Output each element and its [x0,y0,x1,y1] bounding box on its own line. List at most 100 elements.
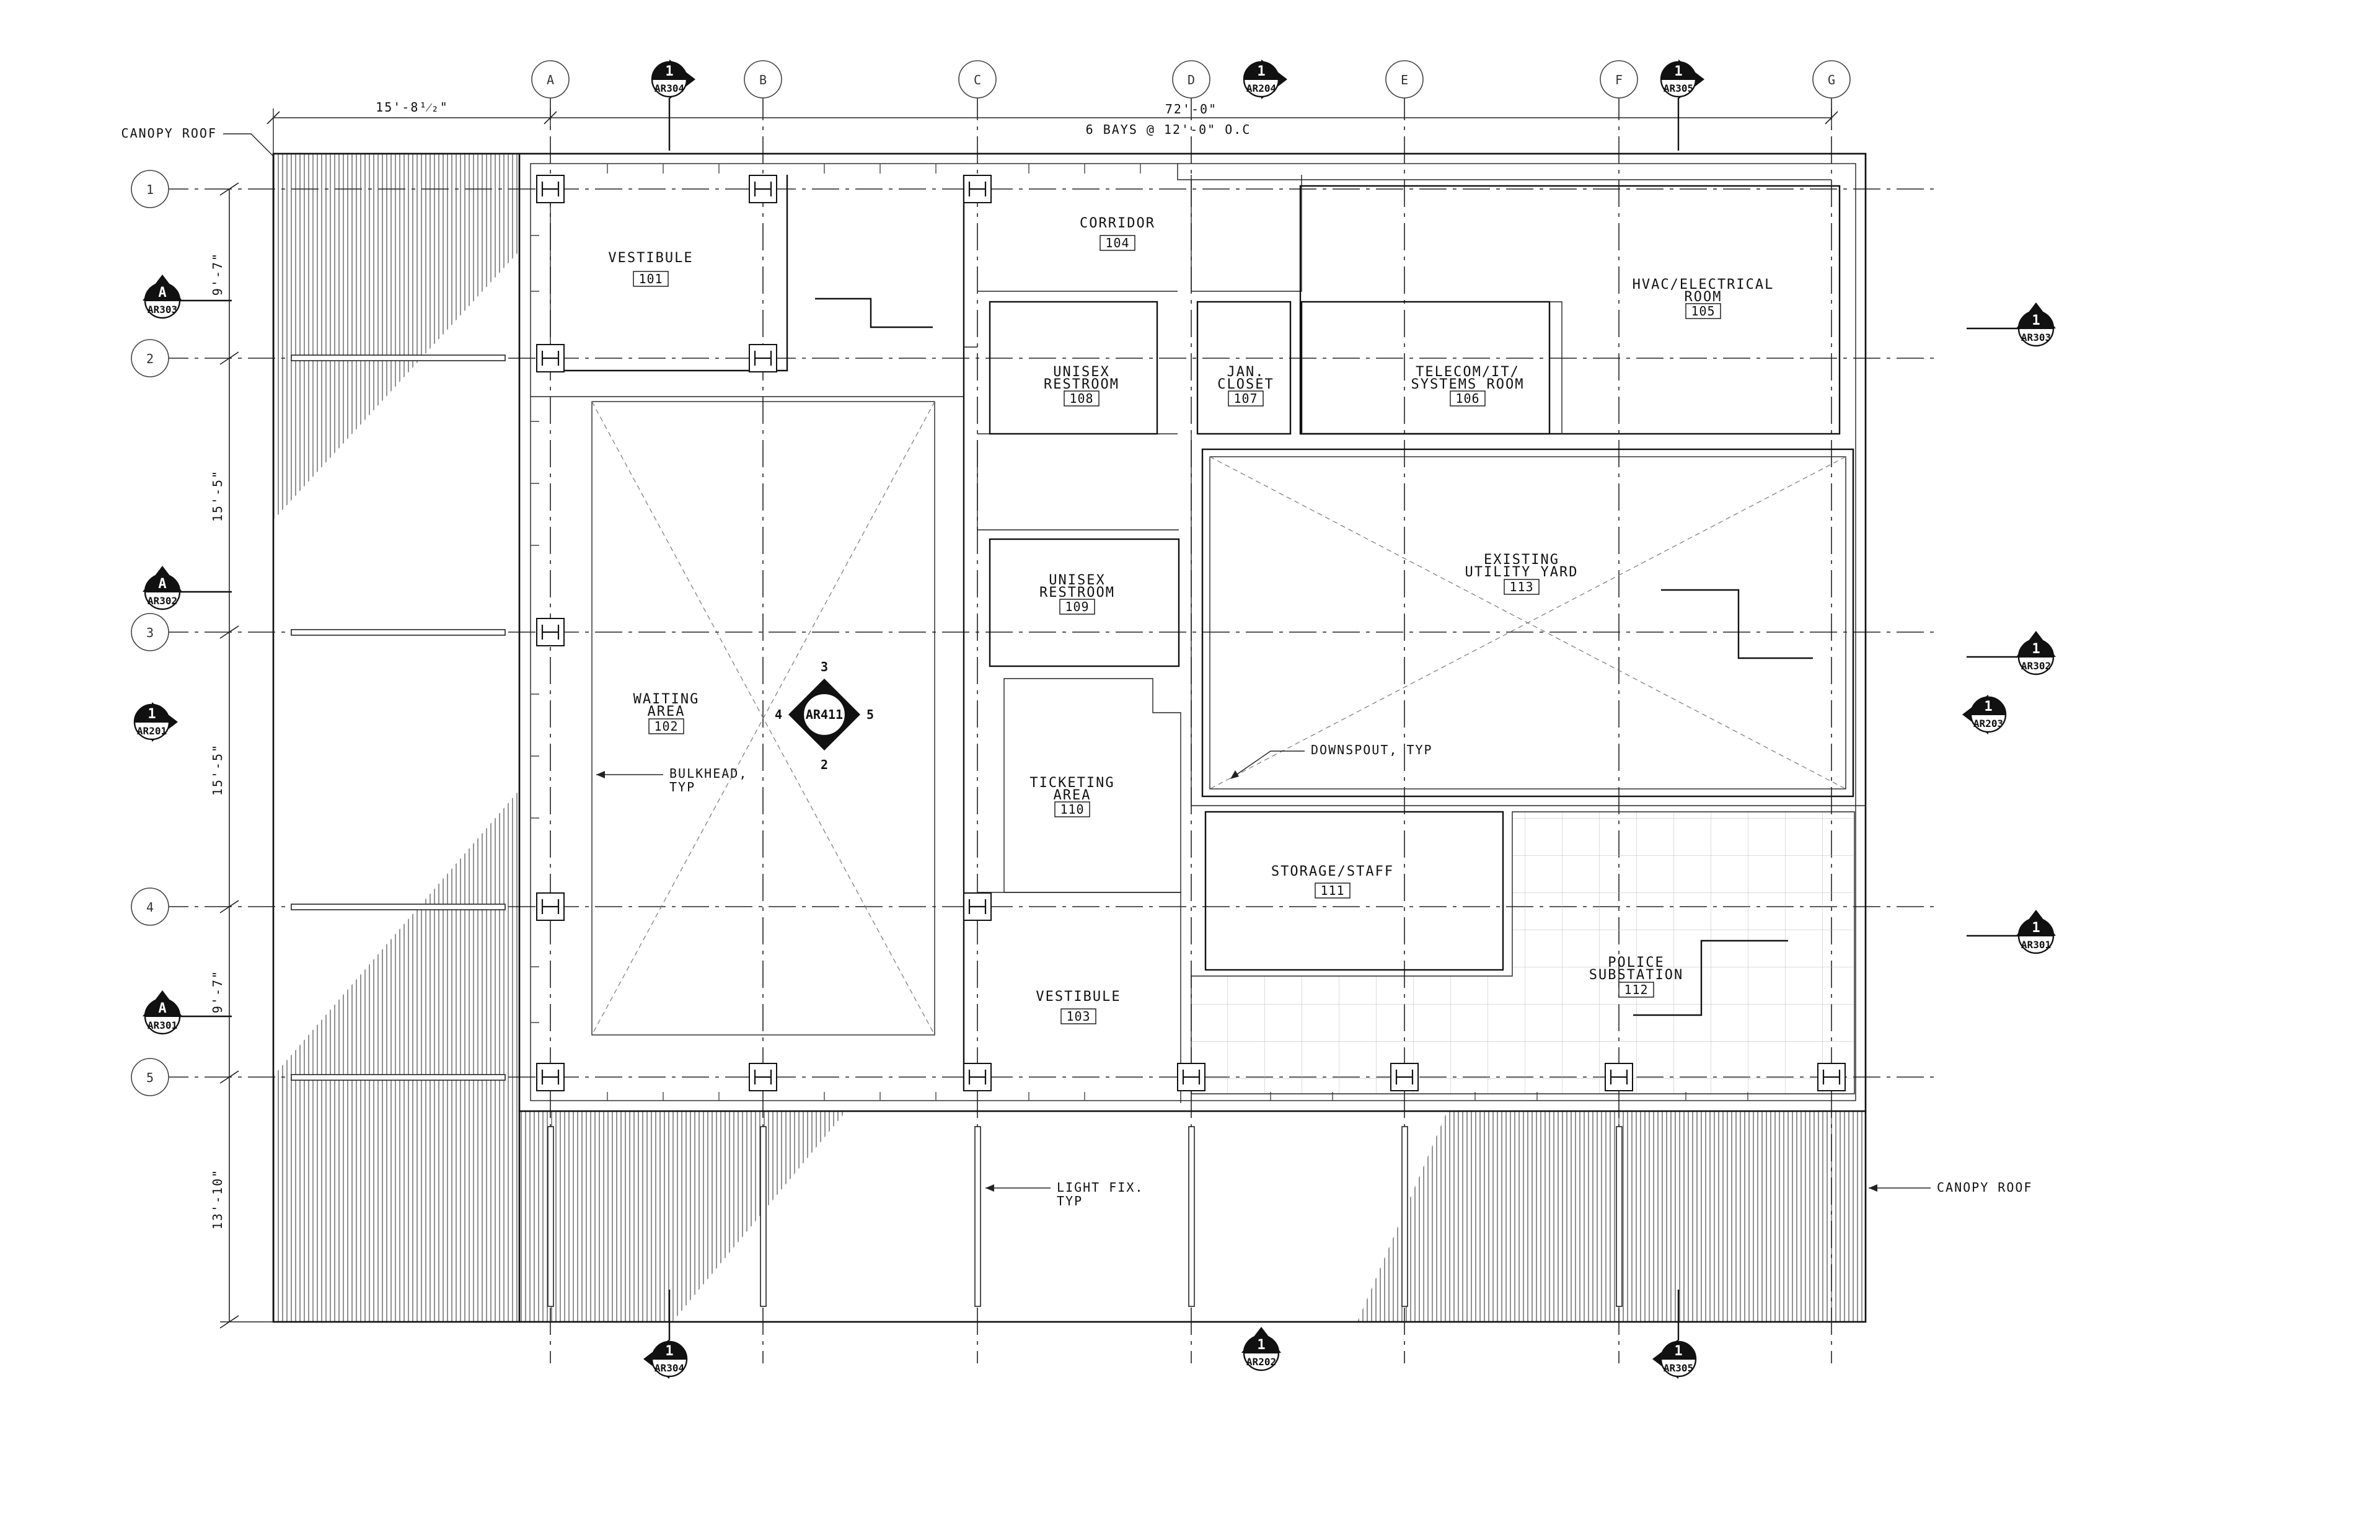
room-104: CORRIDOR 104 [1080,216,1155,251]
break-line-3 [1633,939,1788,1016]
section-tag-ar304-bottom: 1 AR304 [643,1290,688,1379]
room-110: TICKETING AREA 110 [1029,775,1114,817]
svg-text:RESTROOM: RESTROOM [1044,377,1119,392]
canopy-roof-left [272,152,521,1323]
svg-text:SYSTEMS ROOM: SYSTEMS ROOM [1411,377,1525,392]
light-fixtures [291,354,1623,1307]
roof-diagonals [591,401,1846,1036]
svg-text:A: A [547,73,554,87]
svg-text:TYP: TYP [669,780,695,794]
svg-text:1: 1 [2032,313,2040,328]
svg-text:AR301: AR301 [2021,939,2051,951]
svg-text:2: 2 [146,351,154,366]
svg-text:108: 108 [1069,391,1093,406]
dim-left-1: 9'-7" [210,252,225,296]
svg-text:VESTIBULE: VESTIBULE [1036,989,1121,1005]
building-walls [518,152,1867,1112]
svg-text:TICKETING: TICKETING [1029,775,1114,791]
svg-text:WAITING: WAITING [633,692,700,707]
grid-bubble-4: 4 [131,887,169,926]
section-tag-ar302-left: A AR302 [143,566,232,610]
svg-text:A: A [158,1001,166,1016]
grid-bubble-a: A [531,60,570,99]
dim-top-bays: 6 BAYS @ 12'-0" O.C [1086,122,1251,137]
note-canopy-roof-right: CANOPY ROOF [1869,1180,2032,1195]
svg-text:AR304: AR304 [654,1362,684,1374]
dim-top-total: 72'-0" [1165,102,1217,117]
svg-text:AR411: AR411 [806,707,843,722]
section-tag-ar301-right: 1 AR301 [1967,910,2056,954]
dim-left-2: 15'-5" [210,470,225,522]
svg-text:1: 1 [148,706,156,722]
svg-text:A: A [158,285,166,301]
room-108: UNISEX RESTROOM 108 [1044,364,1119,407]
note-canopy-roof-top: CANOPY ROOF [121,126,274,157]
svg-text:CANOPY ROOF: CANOPY ROOF [1937,1180,2032,1195]
svg-text:5: 5 [146,1070,154,1085]
svg-text:HVAC/ELECTRICAL: HVAC/ELECTRICAL [1633,277,1774,293]
section-tag-ar301-left: A AR301 [143,990,232,1035]
svg-text:1: 1 [146,182,154,197]
svg-text:UTILITY YARD: UTILITY YARD [1465,565,1579,580]
svg-text:B: B [759,73,767,87]
svg-text:AR304: AR304 [654,82,684,94]
room-106: TELECOM/IT/ SYSTEMS ROOM 106 [1411,364,1525,407]
svg-text:AREA: AREA [648,704,685,719]
svg-text:LIGHT FIX.: LIGHT FIX. [1057,1180,1144,1195]
svg-text:4: 4 [146,900,154,915]
room-111: STORAGE/STAFF 111 [1271,864,1393,899]
room-107: JAN. CLOSET 107 [1217,364,1273,407]
svg-text:A: A [158,576,166,592]
svg-text:TYP: TYP [1057,1194,1083,1208]
svg-text:102: 102 [654,719,678,734]
svg-text:AREA: AREA [1054,788,1091,803]
grid-bubble-3: 3 [131,613,169,651]
svg-text:104: 104 [1105,235,1129,250]
svg-text:AR203: AR203 [1973,718,2003,729]
svg-text:CORRIDOR: CORRIDOR [1080,216,1155,231]
svg-text:AR301: AR301 [148,1019,177,1031]
dimensions-left: 9'-7" 15'-5" 15'-5" 9'-7" 13'-10" [210,182,273,1329]
dim-left-3: 15'-5" [210,744,225,796]
svg-text:SUBSTATION: SUBSTATION [1589,967,1683,983]
svg-text:1: 1 [665,64,673,79]
dim-left-4: 9'-7" [210,970,225,1013]
svg-text:D: D [1188,73,1195,87]
interior-elevation-marker: AR411 3 5 2 4 [775,659,874,772]
svg-text:4: 4 [775,707,782,722]
room-113: EXISTING UTILITY YARD 113 [1465,552,1579,595]
note-downspout: DOWNSPOUT, TYP [1230,742,1432,779]
svg-text:ROOM: ROOM [1685,289,1722,305]
svg-text:107: 107 [1233,391,1258,406]
svg-text:103: 103 [1066,1009,1090,1024]
note-light-fix: LIGHT FIX. TYP [985,1180,1144,1208]
svg-text:E: E [1401,73,1408,87]
svg-text:AR305: AR305 [1664,82,1693,94]
svg-text:113: 113 [1509,579,1533,594]
svg-text:BULKHEAD,: BULKHEAD, [669,766,747,781]
room-103: VESTIBULE 103 [1036,989,1121,1024]
section-tag-ar203: 1 AR203 [1962,695,2007,734]
grid-bubble-c: C [958,60,997,99]
svg-text:AR201: AR201 [137,725,167,737]
grid-bubble-d: D [1172,60,1210,99]
dim-top-left: 15'-8¹⁄₂" [376,100,449,115]
section-tag-ar204: 1 AR204 [1243,59,1287,99]
section-tag-ar201: 1 AR201 [133,702,178,742]
grid-bubble-b: B [744,60,782,99]
svg-text:AR302: AR302 [2021,660,2051,672]
svg-text:G: G [1828,73,1835,87]
svg-text:C: C [974,73,981,87]
grid-bubble-f: F [1600,60,1638,99]
section-tag-ar304-top: 1 AR304 [651,59,695,151]
section-tag-ar202: 1 AR202 [1241,1327,1281,1371]
note-bulkhead: BULKHEAD, TYP [596,766,747,794]
svg-text:111: 111 [1320,883,1344,898]
room-105: HVAC/ELECTRICAL ROOM 105 [1633,277,1774,319]
svg-text:3: 3 [821,659,828,674]
svg-text:AR302: AR302 [148,595,177,607]
svg-text:1: 1 [1674,1344,1682,1359]
section-tag-ar305-top: 1 AR305 [1660,59,1704,151]
section-tag-ar302-right: 1 AR302 [1967,631,2056,675]
svg-text:1: 1 [1984,699,1992,715]
